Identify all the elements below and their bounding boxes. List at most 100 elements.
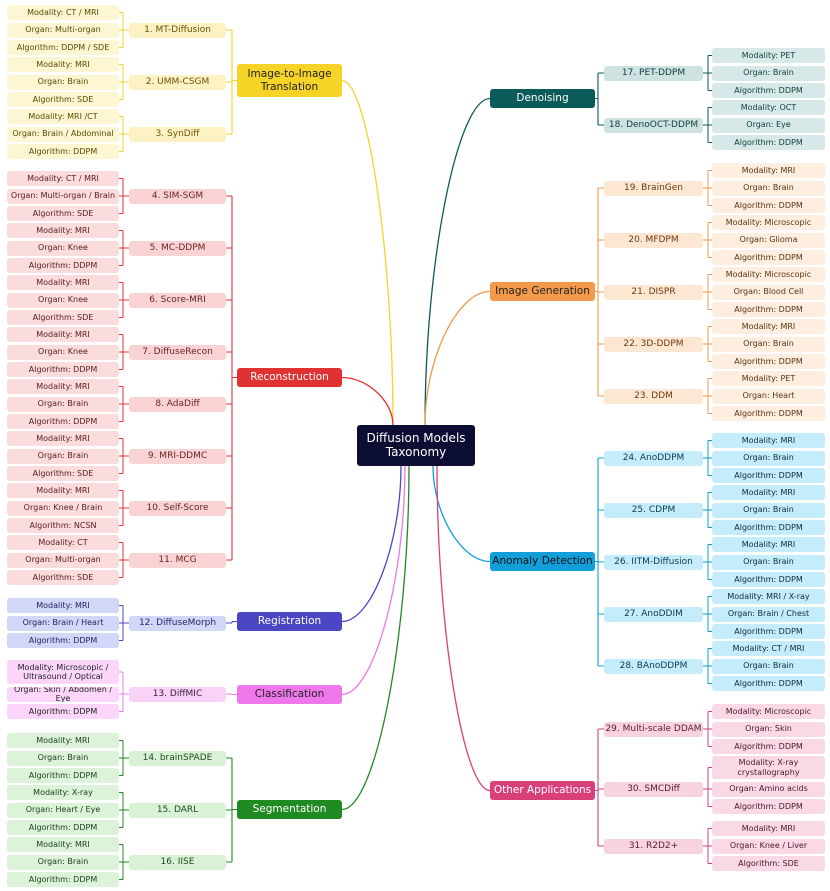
method-i2i-1[interactable]: 1. MT-Diffusion [129,22,226,38]
method-i2i-2[interactable]: 2. UMM-CSGM [129,74,226,90]
attr-recon-7-1: Modality: MRI [7,483,119,498]
attr-seg-1-1: Modality: MRI [7,733,119,748]
link-method-recon-5 [119,386,129,422]
attr-recon-5-1: Modality: MRI [7,379,119,394]
attr-anom-3-3: Algorithm: DDPM [712,572,825,587]
method-recon-4[interactable]: 7. DiffuseRecon [129,344,226,360]
method-recon-5[interactable]: 8. AdaDiff [129,396,226,412]
method-other-2[interactable]: 30. SMCDiff [604,781,703,797]
attr-den-1-1: Modality: PET [712,48,825,63]
link-method-recon-3 [119,282,129,318]
link-method-recon-6 [119,438,129,474]
link-cat-den [595,72,604,126]
link-root-other [436,465,491,792]
method-anom-4[interactable]: 27. AnoDDIM [604,606,703,622]
attr-i2i-3-1: Modality: MRI /CT [7,109,119,124]
attr-anom-4-3: Algorithm: DDPM [712,624,825,639]
method-other-1[interactable]: 29. Multi-scale DDAM [604,721,703,737]
method-anom-5[interactable]: 28. BAnoDDPM [604,658,703,674]
category-seg: Segmentation [237,800,342,819]
method-gen-1[interactable]: 19. BrainGen [604,180,703,196]
method-recon-6[interactable]: 9. MRI-DDMC [129,448,226,464]
attr-i2i-1-3: Algorithm: DDPM / SDE [7,40,119,55]
attr-gen-5-2: Organ: Heart [712,388,825,404]
attr-seg-2-1: Modality: X-ray [7,785,119,800]
method-den-1[interactable]: 17. PET-DDPM [604,65,703,81]
attr-seg-2-2: Organ: Heart / Eye [7,802,119,818]
link-method-recon-8 [119,542,129,578]
attr-i2i-3-3: Algorithm: DDPM [7,144,119,159]
link-root-cls [341,465,406,696]
attr-recon-2-3: Algorithm: DDPM [7,258,119,273]
method-gen-3[interactable]: 21. DISPR [604,284,703,300]
link-method-other-2 [703,767,712,807]
attr-gen-4-1: Modality: MRI [712,319,825,334]
method-anom-2[interactable]: 25. CDPM [604,502,703,518]
attr-other-1-2: Organ: Skin [712,721,825,737]
link-method-recon-7 [119,490,129,526]
link-root-den [424,97,491,426]
attr-gen-2-3: Algorithm: DDPM [712,250,825,265]
link-method-anom-4 [703,596,712,632]
method-gen-2[interactable]: 20. MFDPM [604,232,703,248]
attr-recon-1-2: Organ: Multi-organ / Brain [7,188,119,204]
method-anom-1[interactable]: 24. AnoDDPM [604,450,703,466]
attr-cls-1-1: Modality: Microscopic / Ultrasound / Opt… [7,660,119,684]
link-method-anom-5 [703,648,712,684]
link-cat-i2i [226,29,237,135]
attr-den-2-3: Algorithm: DDPM [712,135,825,150]
method-gen-4[interactable]: 22. 3D-DDPM [604,336,703,352]
attr-gen-2-2: Organ: Glioma [712,232,825,248]
attr-recon-4-2: Organ: Knee [7,344,119,360]
method-other-3[interactable]: 31. R2D2+ [604,838,703,854]
attr-seg-2-3: Algorithm: DDPM [7,820,119,835]
attr-recon-2-2: Organ: Knee [7,240,119,256]
method-seg-2[interactable]: 15. DARL [129,802,226,818]
method-recon-2[interactable]: 5. MC-DDPM [129,240,226,256]
method-reg-1[interactable]: 12. DiffuseMorph [129,615,226,631]
link-method-recon-4 [119,334,129,370]
attr-recon-5-3: Algorithm: DDPM [7,414,119,429]
method-recon-3[interactable]: 6. Score-MRI [129,292,226,308]
attr-anom-2-3: Algorithm: DDPM [712,520,825,535]
attr-recon-5-2: Organ: Brain [7,396,119,412]
attr-den-2-1: Modality: OCT [712,100,825,115]
attr-anom-1-3: Algorithm: DDPM [712,468,825,483]
attr-reg-1-1: Modality: MRI [7,598,119,613]
link-cat-seg [226,757,237,863]
link-root-i2i [341,79,394,426]
attr-recon-4-3: Algorithm: DDPM [7,362,119,377]
attr-recon-7-2: Organ: Knee / Brain [7,500,119,516]
link-cat-cls [226,693,237,696]
method-seg-3[interactable]: 16. IISE [129,854,226,870]
attr-anom-2-1: Modality: MRI [712,485,825,500]
attr-gen-5-3: Algorithm: DDPM [712,406,825,421]
attr-anom-1-1: Modality: MRI [712,433,825,448]
attr-recon-8-1: Modality: CT [7,535,119,550]
method-seg-1[interactable]: 14. brainSPADE [129,750,226,766]
method-recon-1[interactable]: 4. SIM-SGM [129,188,226,204]
method-gen-5[interactable]: 23. DDM [604,388,703,404]
method-cls-1[interactable]: 13. DiffMIC [129,686,226,702]
attr-anom-3-1: Modality: MRI [712,537,825,552]
link-root-seg [341,465,410,811]
attr-seg-3-2: Organ: Brain [7,854,119,870]
link-cat-gen [595,187,604,397]
attr-gen-4-3: Algorithm: DDPM [712,354,825,369]
link-root-gen [424,290,491,426]
attr-other-2-2: Organ: Amino acids [712,781,825,797]
attr-i2i-1-1: Modality: CT / MRI [7,5,119,20]
attr-recon-8-2: Organ: Multi-organ [7,552,119,568]
method-i2i-3[interactable]: 3. SynDiff [129,126,226,142]
link-method-recon-1 [119,178,129,214]
link-method-gen-5 [703,378,712,414]
link-method-other-3 [703,828,712,864]
attr-gen-3-3: Algorithm: DDPM [712,302,825,317]
method-den-2[interactable]: 18. DenoOCT-DDPM [604,117,703,133]
attr-recon-6-2: Organ: Brain [7,448,119,464]
method-recon-8[interactable]: 11. MCG [129,552,226,568]
method-recon-7[interactable]: 10. Self-Score [129,500,226,516]
method-anom-3[interactable]: 26. IITM-Diffusion [604,554,703,570]
